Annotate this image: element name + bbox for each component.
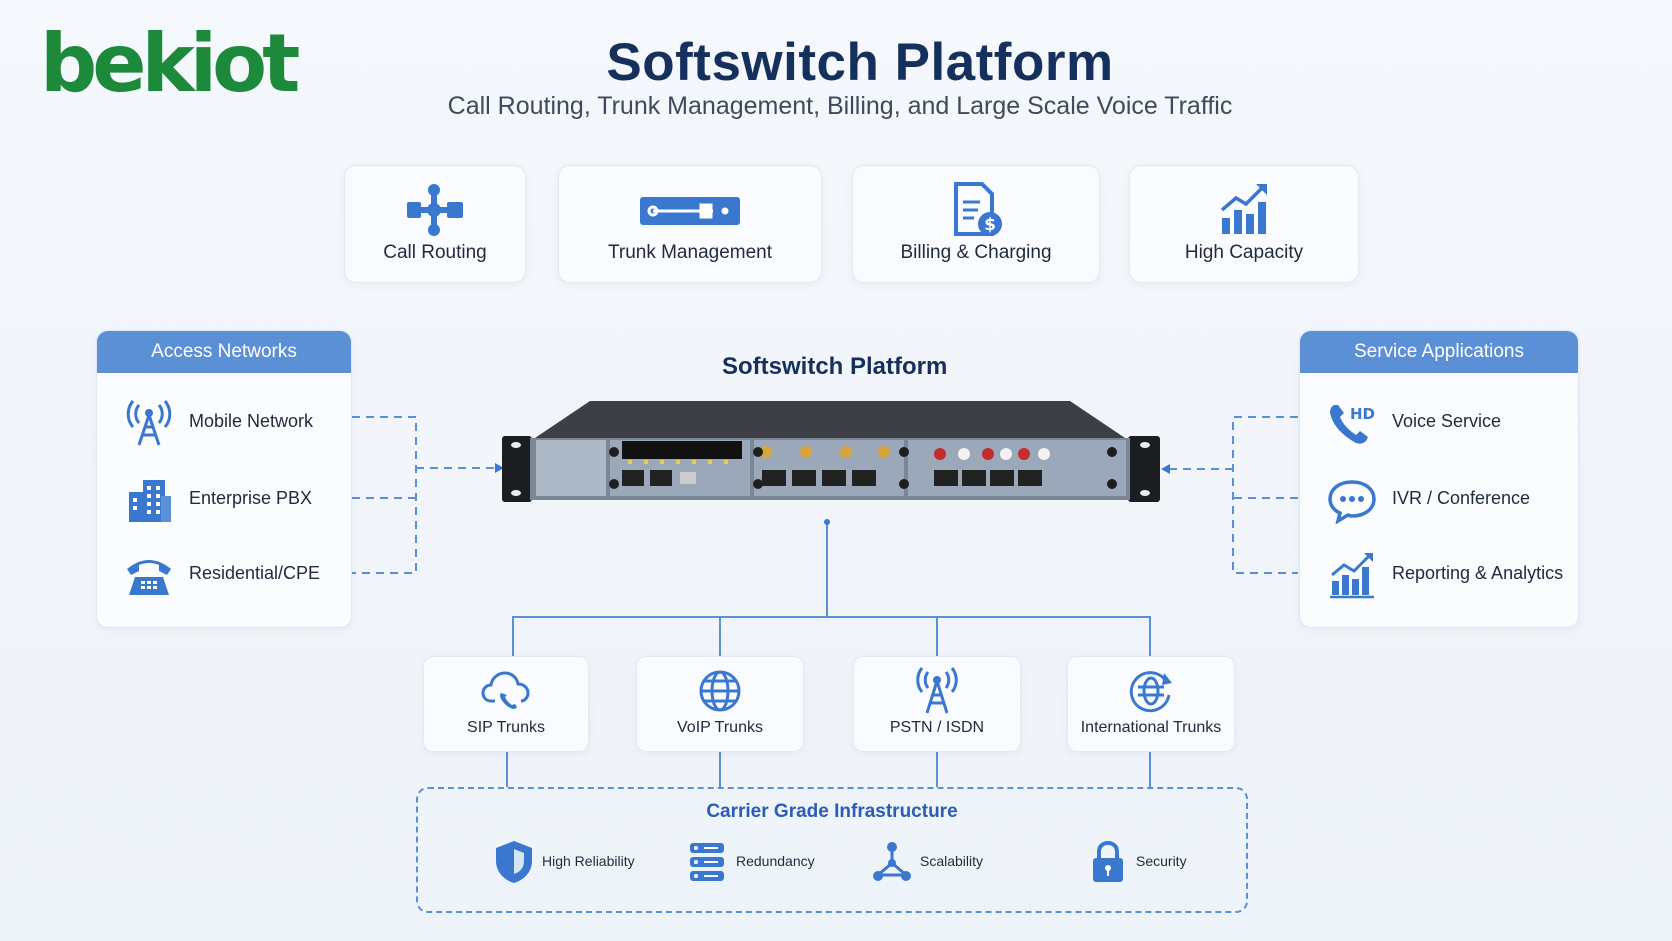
building-icon <box>129 480 171 522</box>
access-networks-panel: Access Networks Mobile Network Ente <box>96 330 352 628</box>
hd-phone-icon: HD <box>1330 405 1375 444</box>
infrastructure-label: Redundancy <box>736 853 815 869</box>
list-item: Mobile Network <box>97 395 351 451</box>
platform-title: Softswitch Platform <box>722 353 948 380</box>
list-item-label: Residential/CPE <box>189 563 321 583</box>
feature-card-billing: $ Billing & Charging <box>852 165 1100 283</box>
antenna-tower-icon <box>916 667 958 714</box>
list-item: HD Voice Service <box>1300 395 1578 451</box>
list-item-label: Reporting & Analytics <box>1392 563 1564 583</box>
svg-text:$: $ <box>984 215 996 235</box>
infrastructure-label: Scalability <box>920 853 984 869</box>
trunk-icon <box>640 197 740 225</box>
list-item: Residential/CPE <box>97 547 351 603</box>
trunk-label: VoIP Trunks <box>677 719 763 736</box>
globe-icon <box>699 670 741 712</box>
infrastructure-box: Carrier Grade Infrastructure High Reliab… <box>416 787 1248 913</box>
infrastructure-title: Carrier Grade Infrastructure <box>706 801 958 822</box>
padlock-icon <box>1093 840 1123 882</box>
cloud-phone-icon <box>481 671 530 709</box>
list-item-label: Mobile Network <box>189 411 314 431</box>
telephone-icon <box>127 560 171 595</box>
infrastructure-label: Security <box>1136 853 1187 869</box>
trunk-label: PSTN / ISDN <box>889 719 985 736</box>
analytics-chart-icon <box>1330 553 1374 599</box>
feature-card-call-routing: Call Routing <box>344 165 526 283</box>
list-item: Enterprise PBX <box>97 472 351 528</box>
service-applications-panel: Service Applications HD Voice Service IV… <box>1299 330 1579 628</box>
capacity-chart-icon <box>1220 184 1267 234</box>
list-item: Reporting & Analytics <box>1300 547 1578 603</box>
panel-header: Service Applications <box>1300 331 1578 373</box>
page-subtitle: Call Routing, Trunk Management, Billing,… <box>447 92 1233 120</box>
shield-icon <box>496 841 532 883</box>
softswitch-rack-device <box>502 401 1160 502</box>
brand-logo: bekiot <box>40 24 300 110</box>
list-item: IVR / Conference <box>1300 472 1578 528</box>
feature-label: Billing & Charging <box>900 242 1052 263</box>
trunk-card-sip: SIP Trunks <box>423 656 589 752</box>
feature-card-high-capacity: High Capacity <box>1129 165 1359 283</box>
list-item-label: Enterprise PBX <box>189 488 313 508</box>
billing-icon: $ <box>954 182 1002 236</box>
trunk-label: SIP Trunks <box>467 719 545 736</box>
trunk-card-voip: VoIP Trunks <box>636 656 804 752</box>
feature-card-trunk-management: Trunk Management <box>558 165 822 283</box>
trunk-card-pstn: PSTN / ISDN <box>853 656 1021 752</box>
feature-label: Call Routing <box>383 242 487 263</box>
globe-arrows-icon <box>1129 671 1172 713</box>
list-item-label: IVR / Conference <box>1392 488 1531 508</box>
network-nodes-icon <box>873 842 911 881</box>
svg-text:HD: HD <box>1350 405 1375 423</box>
feature-label: High Capacity <box>1184 242 1304 263</box>
trunk-label: International Trunks <box>1080 719 1222 736</box>
feature-label: Trunk Management <box>607 242 773 263</box>
logo-text: bekiot <box>40 17 300 110</box>
cell-tower-icon <box>126 400 172 446</box>
routing-icon <box>407 184 463 236</box>
trunk-card-international: International Trunks <box>1067 656 1235 752</box>
panel-header: Access Networks <box>97 331 351 373</box>
infrastructure-label: High Reliability <box>542 853 635 869</box>
chat-bubble-icon <box>1328 480 1376 524</box>
page-title: Softswitch Platform <box>606 33 1114 92</box>
server-stack-icon <box>690 843 724 881</box>
list-item-label: Voice Service <box>1392 411 1502 431</box>
